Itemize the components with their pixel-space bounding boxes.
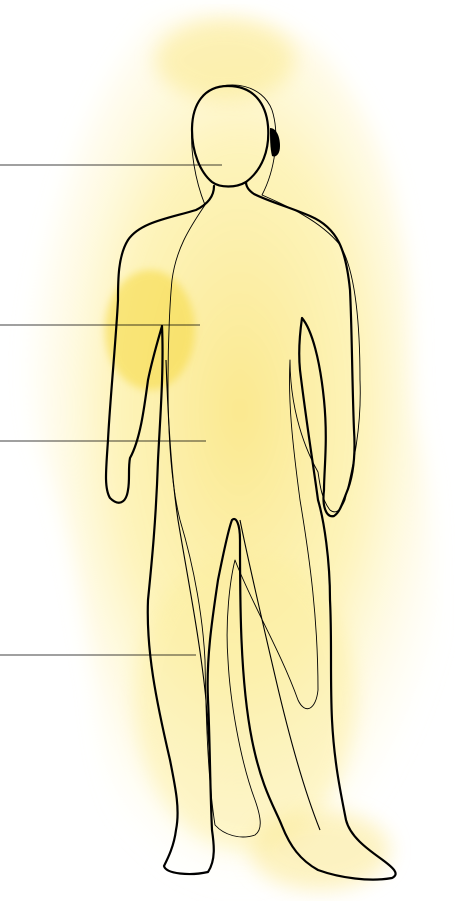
aura-hotspot-top [155,20,295,100]
watercolor-aura [29,12,451,897]
